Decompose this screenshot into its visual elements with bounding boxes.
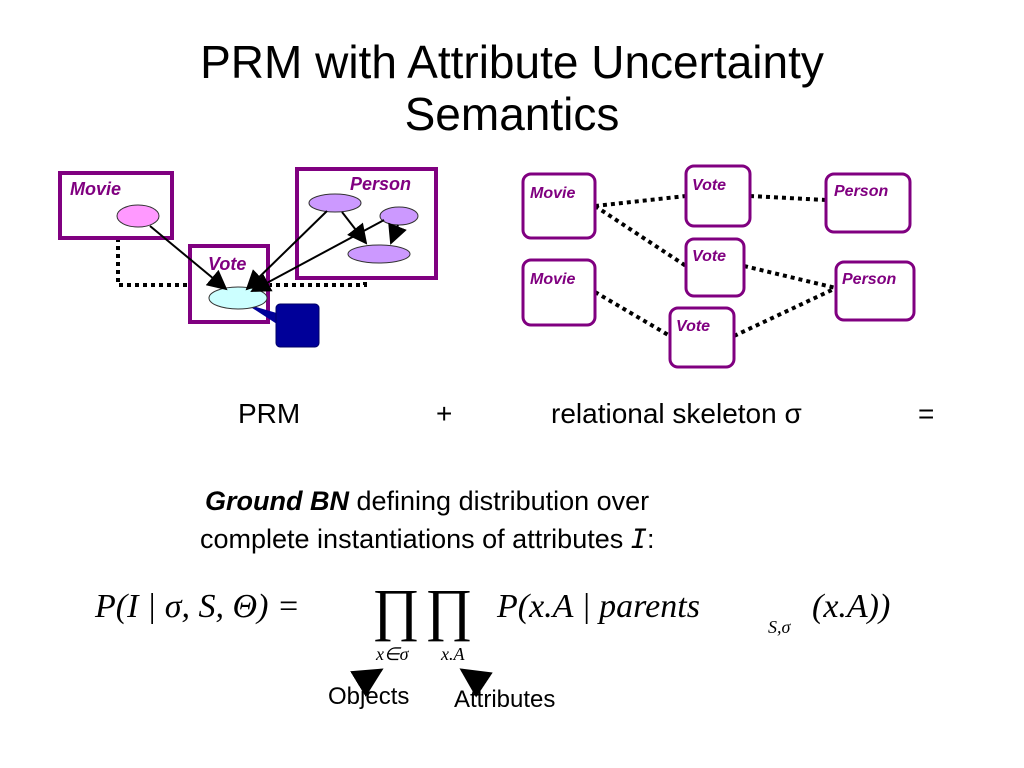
prm-movie-attribute-node — [116, 204, 160, 228]
skeleton-person-box-1 — [824, 172, 912, 234]
prm-arrow-person1-to-person3 — [341, 211, 368, 245]
cpd-block — [275, 303, 320, 348]
skeleton-link-movie1-vote2 — [593, 204, 688, 268]
prm-dotted-link-movie-vote — [116, 238, 190, 287]
ground-bn-term: Ground BN — [205, 486, 349, 516]
skeleton-link-movie1-vote1 — [594, 194, 687, 208]
prm-vote-attribute-node — [208, 286, 268, 310]
ground-bn-description: Ground BN defining distribution over com… — [200, 482, 820, 559]
skeleton-movie-label-2: Movie — [530, 271, 575, 288]
formula-product-2: ∏ — [425, 577, 473, 642]
eq-plus-sign: + — [436, 398, 453, 429]
description-text-1: defining distribution over — [348, 486, 650, 516]
skeleton-vote-box-3 — [668, 306, 736, 369]
description-line-1: Ground BN defining distribution over — [200, 482, 820, 520]
eq-equals-sign: = — [918, 398, 935, 429]
prm-movie-box — [58, 171, 174, 240]
skeleton-link-vote1-person1 — [749, 194, 827, 202]
prm-person-attribute-node-3 — [347, 244, 411, 264]
skeleton-movie-box-1 — [521, 172, 597, 240]
prm-person-attribute-node-1 — [308, 193, 362, 213]
skeleton-movie-label-1: Movie — [530, 185, 575, 202]
description-line-2: complete instantiations of attributes I: — [200, 520, 820, 559]
formula-rhs-end: (x.A)) — [812, 588, 891, 625]
skeleton-person-label-1: Person — [834, 183, 888, 200]
eq-skeleton-text: relational skeleton σ — [551, 398, 802, 429]
slide-title: PRM with Attribute Uncertainty Semantics — [0, 36, 1024, 140]
attributes-caption: Attributes — [454, 686, 556, 713]
skeleton-vote-label-2: Vote — [692, 248, 726, 265]
prm-person-attribute-node-2 — [379, 206, 419, 226]
skeleton-link-vote3-person2 — [733, 286, 837, 338]
prm-movie-label: Movie — [70, 179, 121, 199]
skeleton-vote-box-1 — [684, 164, 752, 228]
skeleton-link-vote2-person2 — [743, 264, 837, 290]
description-text-2: complete instantiations of attributes — [200, 524, 631, 554]
skeleton-vote-label-3: Vote — [676, 318, 710, 335]
prm-vote-label: Vote — [208, 254, 246, 274]
description-colon: : — [647, 524, 655, 554]
skeleton-movie-box-2 — [521, 258, 597, 327]
cpd-pointer — [246, 304, 280, 326]
formula-lhs: P(I | σ, S, Θ) = — [95, 588, 300, 625]
title-line-2: Semantics — [404, 88, 620, 140]
eq-prm-text: PRM — [238, 398, 301, 429]
title-line-1: PRM with Attribute Uncertainty — [200, 36, 824, 88]
prm-arrow-person2-to-person3 — [388, 222, 407, 245]
prm-dotted-link-vote-person — [268, 278, 367, 287]
instantiation-symbol: I — [630, 524, 647, 555]
formula-rhs-start: P(x.A | parents — [497, 588, 700, 625]
skeleton-vote-box-2 — [684, 237, 746, 298]
skeleton-link-movie2-vote3 — [593, 290, 672, 338]
prm-person-label: Person — [350, 174, 411, 194]
skeleton-vote-label-1: Vote — [692, 177, 726, 194]
objects-caption: Objects — [328, 683, 410, 710]
prm-arrow-movie-to-vote — [149, 225, 228, 291]
objects-caption-arrow — [350, 668, 384, 697]
formula-parents-subscript: S,σ — [768, 617, 791, 637]
formula-product-1-subscript: x∈σ — [376, 644, 409, 664]
formula-product-1: ∏ — [372, 577, 420, 642]
formula-product-2-subscript: x.A — [441, 644, 465, 664]
skeleton-person-box-2 — [834, 260, 916, 322]
attributes-caption-arrow — [459, 668, 493, 698]
skeleton-person-label-2: Person — [842, 271, 896, 288]
